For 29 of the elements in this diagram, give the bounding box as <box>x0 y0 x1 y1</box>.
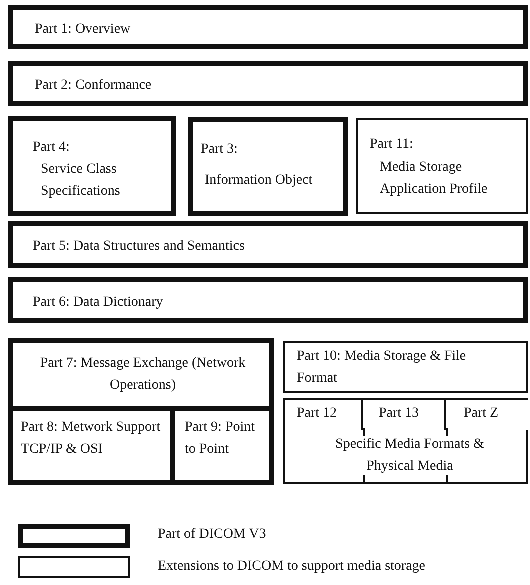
part-label: Information Object <box>205 172 314 190</box>
legend-label: Extensions to DICOM to support media storage <box>158 559 426 575</box>
part-box <box>283 398 528 484</box>
part-box <box>356 118 528 214</box>
part-label: Part 2: Conformance <box>35 77 152 95</box>
part-label: Part 9: Point to Point <box>185 419 256 459</box>
part-label: Specific Media Formats & Physical Media <box>334 436 486 476</box>
part-box <box>8 221 528 268</box>
part-label: Part 12 <box>297 405 338 423</box>
part-box <box>283 341 528 393</box>
legend-label: Part of DICOM V3 <box>158 527 266 543</box>
part-label: Part 7: Message Exchange (Network Operations) <box>39 355 247 395</box>
part-label: Part 3: <box>201 141 238 159</box>
part-box <box>8 277 528 323</box>
part-label: Part 13 <box>379 405 420 423</box>
part-label: Part 5: Data Structures and Semantics <box>33 238 245 256</box>
part-box <box>8 5 528 49</box>
part-label: Part 6: Data Dictionary <box>33 294 164 312</box>
part-label: Part 8: Metwork Support TCP/IP & OSI <box>21 419 162 459</box>
part-label: Part 11: <box>370 136 414 154</box>
part-box <box>188 117 348 216</box>
part-box <box>8 61 528 106</box>
part-label: Media Storage Application Profile <box>380 159 489 199</box>
part-label: Service Class Specifications <box>41 161 122 201</box>
part-label: Part 10: Media Storage & File Format <box>297 348 468 388</box>
part-label: Part 1: Overview <box>35 21 131 39</box>
part-label: Part Z <box>464 405 499 423</box>
part-box <box>8 116 176 216</box>
part-label: Part 4: <box>33 139 70 157</box>
